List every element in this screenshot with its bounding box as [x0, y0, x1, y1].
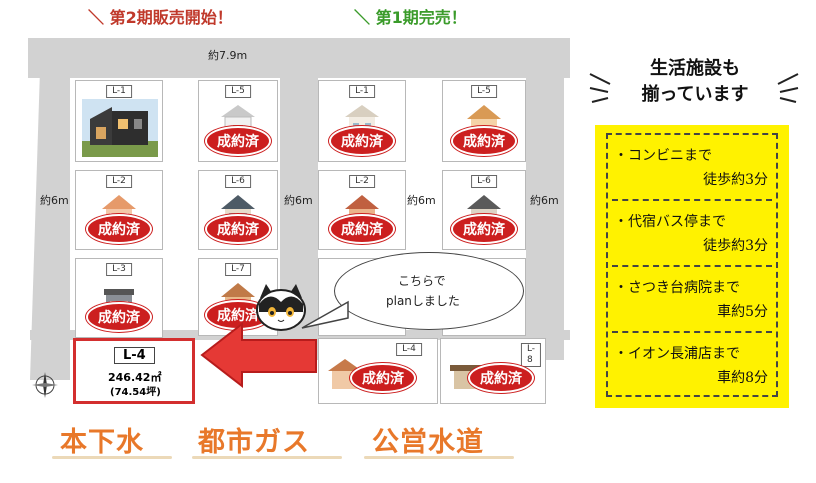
road-right [526, 70, 564, 360]
phase1-heading: ＼ 第1期完売！ [354, 4, 467, 28]
sold-stamp: 成約済 [329, 126, 395, 156]
phase1-left-slash: ＼ [354, 8, 376, 27]
facilities-list: ・コンビニまで 徒歩約3分 ・代宿バス停まで 徒歩約3分 ・さつき台病院まで 車… [606, 133, 778, 397]
utility-underline [192, 456, 342, 459]
facility-divider [612, 199, 772, 201]
featured-lot-area-tsubo: (74.54坪) [110, 387, 161, 398]
road-width-mid-label: 約6m [407, 192, 436, 208]
lot-label: L-1 [349, 85, 375, 98]
lot-phase2-l2[interactable]: L-2 成約済 [75, 170, 163, 250]
road-width-right-label: 約6m [530, 192, 559, 208]
utility-underline [52, 456, 172, 459]
facility-time: 車約5分 [717, 304, 768, 320]
lot-phase1-l4[interactable]: L-4 成約済 [318, 338, 438, 404]
facility-item: ・イオン長浦店まで 車約8分 [608, 333, 776, 397]
lot-phase2-l3[interactable]: L-3 成約済 [75, 258, 163, 338]
callout-line2: planしました [386, 294, 460, 308]
lot-label: L-2 [106, 175, 132, 188]
facilities-title: 生活施設も 揃っています [620, 56, 770, 108]
lot-label: L-4 [396, 343, 422, 356]
lot-label: L-6 [471, 175, 497, 188]
facility-name: ・代宿バス停まで [614, 214, 726, 230]
phase2-heading: ＼ 第2期販売開始！ [88, 4, 233, 28]
emphasis-lines-left-icon [589, 73, 611, 103]
lot-label: L-7 [225, 263, 251, 276]
sold-stamp: 成約済 [86, 214, 152, 244]
emphasis-lines-right-icon [777, 73, 799, 103]
lot-phase1-l1[interactable]: L-1 成約済 [318, 80, 406, 162]
compass-rose-icon [32, 372, 58, 398]
lot-phase1-l2[interactable]: L-2 成約済 [318, 170, 406, 250]
red-arrow-left-icon [200, 321, 317, 389]
facility-time: 徒歩約3分 [703, 238, 768, 254]
site-map: 約7.9m 約6m 約6m 約6m 約6m L-1 L-2 成約済 L-3 成約… [0, 30, 580, 410]
sold-stamp: 成約済 [468, 363, 534, 393]
facility-time: 徒歩約3分 [703, 172, 768, 188]
lot-label: L-3 [106, 263, 132, 276]
facility-item: ・代宿バス停まで 徒歩約3分 [608, 201, 776, 265]
featured-lot-label: L-4 [114, 347, 155, 364]
house-photo-icon [82, 99, 158, 157]
road-width-center-label: 約6m [284, 192, 313, 208]
utility-water: 公営水道 [372, 427, 484, 458]
lot-phase2-l6[interactable]: L-6 成約済 [198, 170, 278, 250]
lot-label: L-6 [225, 175, 251, 188]
phase2-left-slash: ＼ [88, 8, 110, 27]
sold-stamp: 成約済 [451, 126, 517, 156]
lot-label: L-5 [225, 85, 251, 98]
lot-phase1-l8[interactable]: L-8 成約済 [440, 338, 546, 404]
facility-item: ・コンビニまで 徒歩約3分 [608, 135, 776, 199]
callout-tail [301, 300, 349, 329]
facility-name: ・イオン長浦店まで [614, 346, 740, 362]
lot-phase1-l6[interactable]: L-6 成約済 [442, 170, 526, 250]
facility-name: ・コンビニまで [614, 148, 712, 164]
featured-lot-area-m2: 246.42㎡ [108, 371, 162, 384]
lot-label: L-5 [471, 85, 497, 98]
sold-stamp: 成約済 [350, 363, 416, 393]
cat-mascot-icon [256, 284, 306, 331]
facility-name: ・さつき台病院まで [614, 280, 740, 296]
road-bottom [30, 330, 570, 340]
facility-item: ・さつき台病院まで 車約5分 [608, 267, 776, 331]
sold-stamp: 成約済 [205, 126, 271, 156]
lot-label: L-2 [349, 175, 375, 188]
phase1-label: 第1期完売！ [375, 8, 467, 27]
callout-bubble [334, 252, 524, 330]
sold-stamp: 成約済 [329, 214, 395, 244]
callout-line1: こちらで [398, 274, 446, 288]
utility-sewer: 本下水 [60, 427, 144, 458]
sold-stamp: 成約済 [205, 214, 271, 244]
sold-stamp: 成約済 [86, 302, 152, 332]
lot-label: L-1 [106, 85, 132, 98]
lot-phase2-l5[interactable]: L-5 成約済 [198, 80, 278, 162]
sold-stamp: 成約済 [451, 214, 517, 244]
featured-lot-l4[interactable]: L-4 246.42㎡ (74.54坪) [73, 338, 195, 404]
road-width-left-label: 約6m [40, 192, 69, 208]
lot-phase1-l5[interactable]: L-5 成約済 [442, 80, 526, 162]
facility-divider [612, 265, 772, 267]
utility-underline [364, 456, 514, 459]
utility-gas: 都市ガス [198, 427, 310, 458]
road-width-top-label: 約7.9m [208, 47, 248, 63]
facility-divider [612, 331, 772, 333]
lot-label: L-8 [520, 343, 542, 367]
facilities-title-line1: 生活施設も [650, 58, 740, 79]
phase2-label: 第2期販売開始！ [109, 8, 233, 27]
facilities-title-line2: 揃っています [641, 84, 749, 105]
facility-time: 車約8分 [717, 370, 768, 386]
lot-phase2-l1[interactable]: L-1 [75, 80, 163, 162]
